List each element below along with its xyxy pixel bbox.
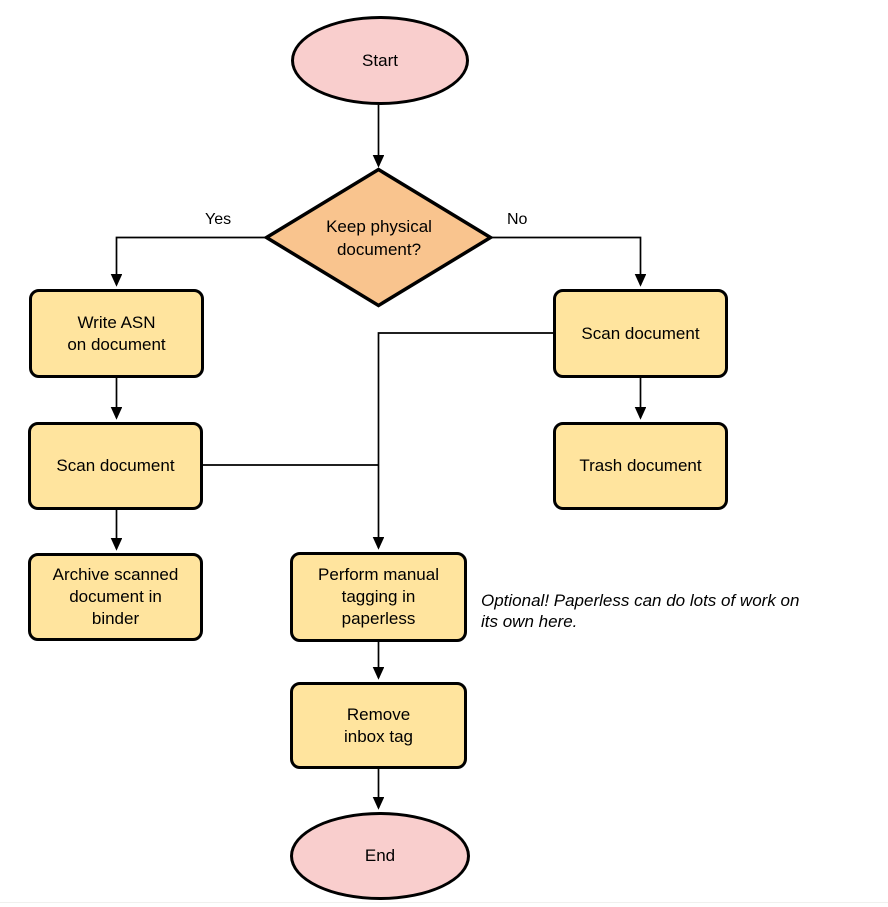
node-scan-document-left-label: Scan document [56, 456, 175, 475]
edge-decision-yes-to-write-asn [117, 236, 265, 286]
node-decision-shape [263, 167, 494, 308]
edge-label-yes: Yes [205, 211, 232, 228]
node-start-label: Start [362, 50, 398, 70]
node-trash-document-label: Trash document [579, 456, 702, 475]
node-remove-inbox-tag-label: Remove inbox tag [344, 704, 413, 746]
node-trash-document: Trash document [553, 422, 728, 510]
node-manual-tagging: Perform manual tagging in paperless [290, 552, 467, 642]
node-decision: Keep physical document? [282, 208, 476, 268]
edge-scan-right-to-tagging [379, 332, 553, 548]
node-decision-label: Keep physical document? [326, 217, 432, 259]
optional-note: Optional! Paperless can do lots of work … [481, 591, 800, 631]
node-archive-in-binder-label: Archive scanned document in binder [52, 565, 179, 628]
node-end: End [290, 812, 470, 900]
node-remove-inbox-tag: Remove inbox tag [290, 682, 467, 769]
node-scan-document-left: Scan document [28, 422, 203, 510]
edge-label-no: No [507, 211, 528, 228]
node-scan-document-right-label: Scan document [581, 323, 700, 343]
node-scan-document-right: Scan document [553, 289, 728, 378]
edge-decision-no-to-scan-right [492, 236, 641, 286]
node-manual-tagging-label: Perform manual tagging in paperless [318, 565, 439, 628]
node-start: Start [291, 16, 469, 105]
node-archive-in-binder: Archive scanned document in binder [28, 553, 203, 641]
node-write-asn-label: Write ASN on document [67, 312, 166, 354]
node-write-asn: Write ASN on document [29, 289, 204, 378]
page-bottom-divider [0, 902, 888, 903]
node-end-label: End [364, 846, 396, 865]
